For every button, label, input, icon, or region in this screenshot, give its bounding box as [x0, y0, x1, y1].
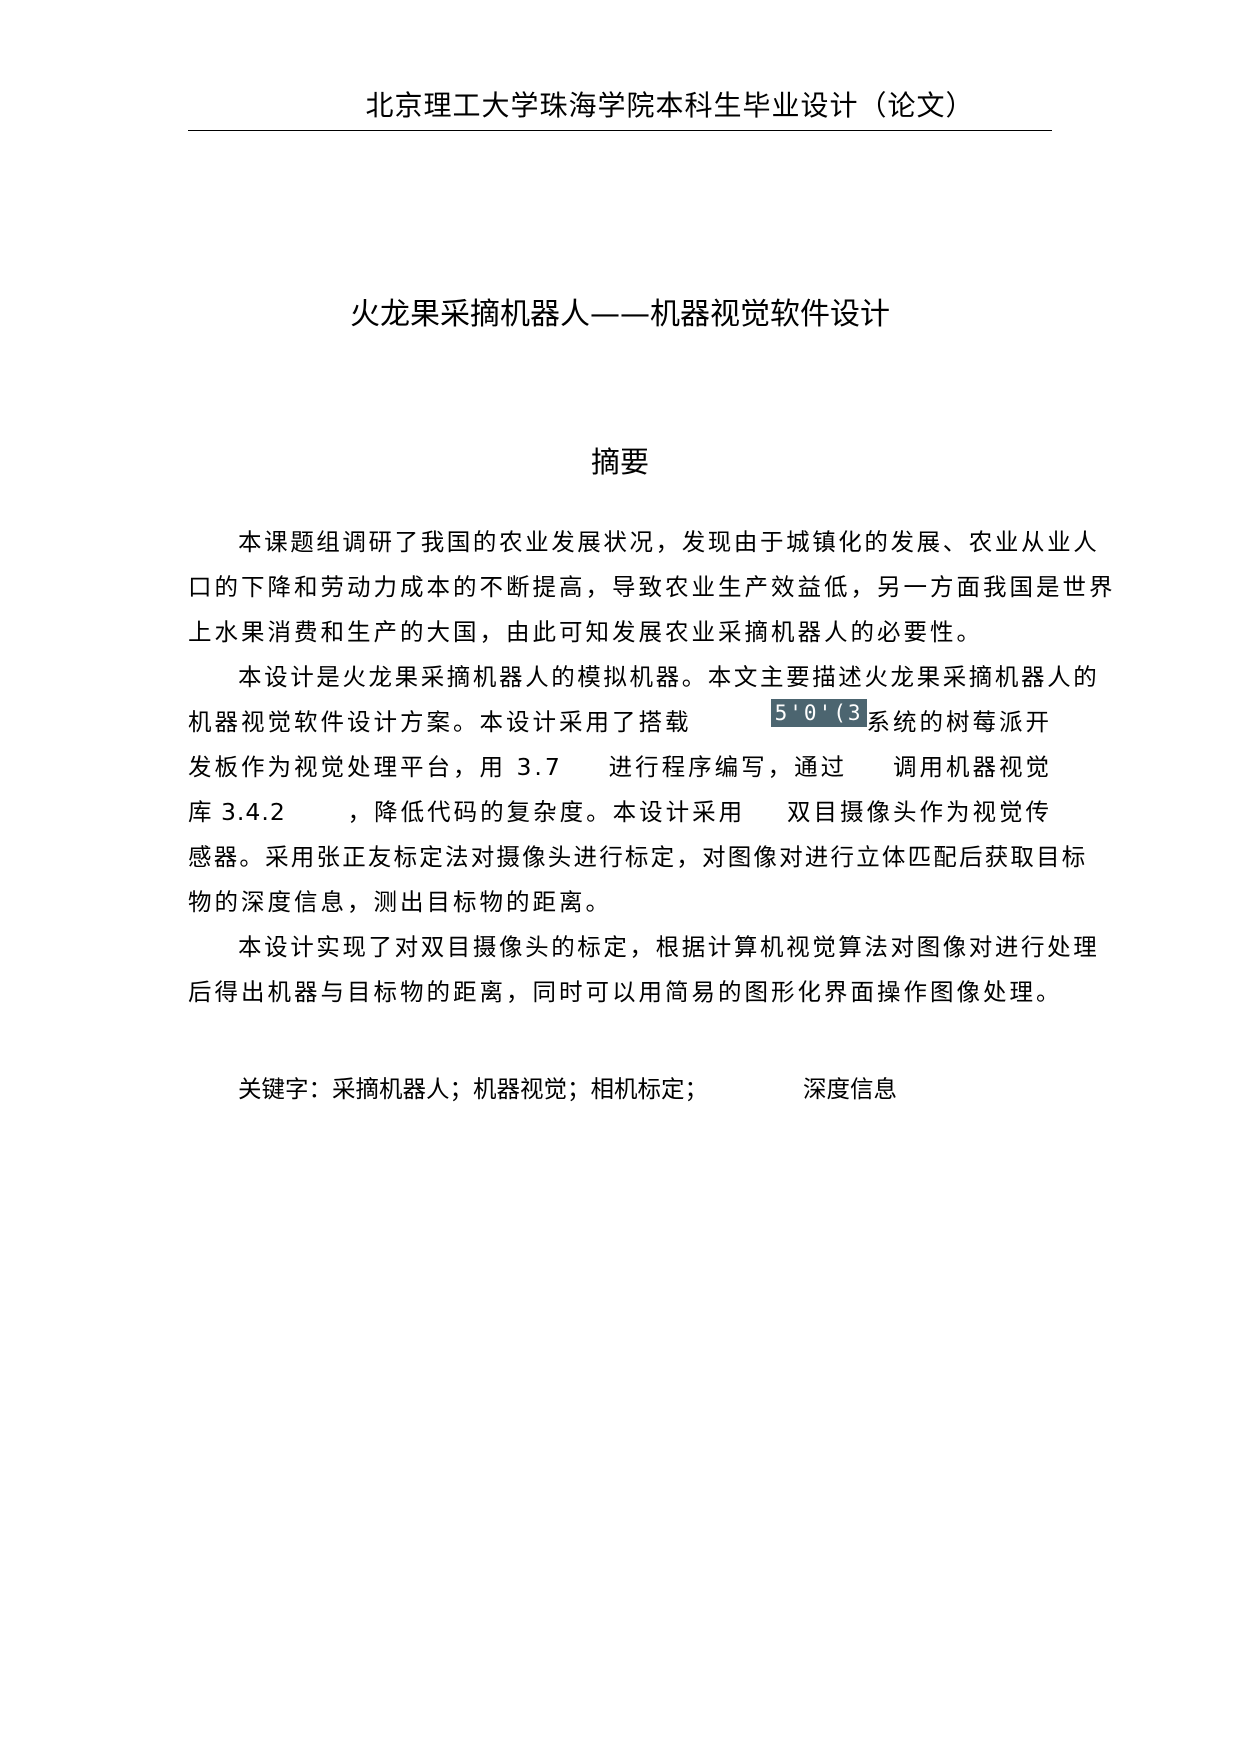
keyword-item: 深度信息: [803, 1075, 897, 1103]
keyword-item: 相机标定: [590, 1075, 685, 1103]
paragraph-2-line-3: 发板作为视觉处理平台，用 3.7 进行程序编写，通过 调用机器视觉: [188, 745, 1052, 790]
keyword-separator: ；: [449, 1075, 474, 1103]
text-segment: 双目摄像头作为视觉传: [786, 798, 1052, 826]
text-segment: 库 3.4.2: [188, 798, 286, 826]
text-line: 感器。采用张正友标定法对摄像头进行标定，对图像对进行立体匹配后获取目标: [188, 843, 1088, 871]
paragraph-2-line-6: 物的深度信息，测出目标物的距离。: [188, 880, 1052, 925]
text-segment: 系统的树莓派开: [866, 708, 1052, 736]
keywords-label: 关键字：: [238, 1075, 332, 1103]
abstract-body: 本课题组调研了我国的农业发展状况，发现由于城镇化的发展、农业从业人 口的下降和劳…: [188, 520, 1113, 1015]
paragraph-1-line-3: 上水果消费和生产的大国，由此可知发展农业采摘机器人的必要性。: [188, 610, 1052, 655]
text-segment: 调用机器视觉: [893, 753, 1052, 781]
text-segment: 机器视觉软件设计方案。本设计采用了搭载: [188, 708, 692, 736]
text-segment: 进行程序编写，通过: [608, 753, 848, 781]
document-title: 火龙果采摘机器人——机器视觉软件设计: [350, 297, 890, 332]
paragraph-1-line-1: 本课题组调研了我国的农业发展状况，发现由于城镇化的发展、农业从业人: [188, 520, 1097, 565]
paragraph-3-line-1: 本设计实现了对双目摄像头的标定，根据计算机视觉算法对图像对进行处理: [188, 925, 1097, 970]
paragraph-3-line-2: 后得出机器与目标物的距离，同时可以用简易的图形化界面操作图像处理。: [188, 970, 1060, 1015]
keyword-separator: ；: [567, 1075, 591, 1103]
keyword-separator: ；: [684, 1075, 709, 1103]
text-line: 后得出机器与目标物的距离，同时可以用简易的图形化界面操作图像处理。: [188, 978, 1063, 1006]
text-line: 物的深度信息，测出目标物的距离。: [188, 888, 612, 916]
text-segment: 发板作为视觉处理平台，用 3.7: [188, 753, 563, 781]
text-line: 本课题组调研了我国的农业发展状况，发现由于城镇化的发展、农业从业人: [238, 528, 1100, 556]
abstract-heading: 摘要: [590, 445, 649, 479]
redaction-box: 5'0'(3: [770, 699, 867, 727]
paragraph-2-line-5: 感器。采用张正友标定法对摄像头进行标定，对图像对进行立体匹配后获取目标: [188, 835, 1085, 880]
text-segment: ，降低代码的复杂度。本设计采用: [347, 798, 746, 826]
keyword-item: 机器视觉: [473, 1075, 567, 1103]
text-line: 口的下降和劳动力成本的不断提高，导致农业生产效益低，另一方面我国是世界: [188, 573, 1116, 601]
keyword-item: 采摘机器人: [332, 1075, 450, 1103]
paragraph-2-line-1: 本设计是火龙果采摘机器人的模拟机器。本文主要描述火龙果采摘机器人的: [188, 655, 1097, 700]
paragraph-2-line-4: 库 3.4.2 ，降低代码的复杂度。本设计采用 双目摄像头作为视觉传: [188, 790, 1052, 835]
text-line: 本设计是火龙果采摘机器人的模拟机器。本文主要描述火龙果采摘机器人的: [238, 663, 1100, 691]
paragraph-1-line-2: 口的下降和劳动力成本的不断提高，导致农业生产效益低，另一方面我国是世界: [188, 565, 1113, 610]
page-header-text: 北京理工大学珠海学院本科生毕业设计（论文）: [365, 89, 975, 122]
text-line: 上水果消费和生产的大国，由此可知发展农业采摘机器人的必要性。: [188, 618, 983, 646]
keywords-line: 关键字：采摘机器人；机器视觉；相机标定；深度信息: [238, 1067, 897, 1112]
text-line: 本设计实现了对双目摄像头的标定，根据计算机视觉算法对图像对进行处理: [238, 933, 1100, 961]
page-header: 北京理工大学珠海学院本科生毕业设计（论文）: [188, 86, 1052, 131]
paragraph-2-line-2: 机器视觉软件设计方案。本设计采用了搭载 5'0'(3 系统的树莓派开: [188, 699, 1052, 745]
